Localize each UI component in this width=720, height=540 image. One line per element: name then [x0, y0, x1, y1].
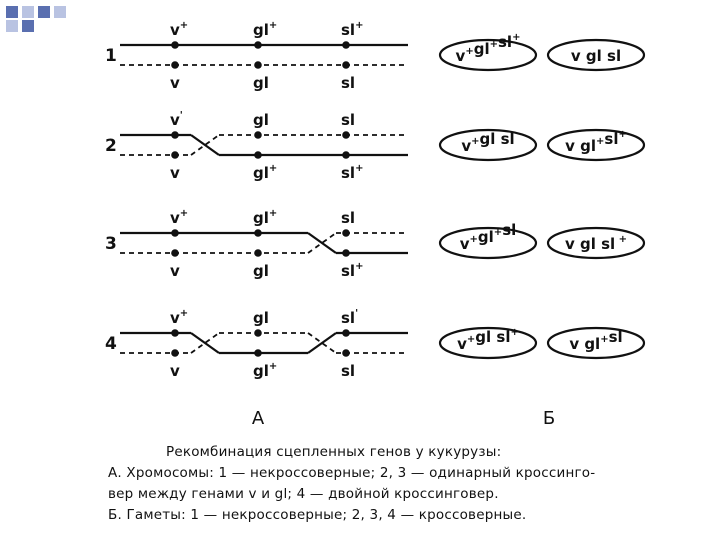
gene-locus-dot [171, 329, 179, 337]
crossover-solid-diagonal [190, 332, 220, 354]
gene-locus-dot [342, 151, 350, 159]
gamete-ellipse [438, 326, 538, 360]
gene-locus-dot [342, 249, 350, 257]
allele-label-bottom: gl+ [253, 361, 277, 380]
gamete-genotype: v gl+sl [569, 328, 622, 353]
gene-locus-dot [254, 131, 262, 139]
deco-square [22, 20, 34, 32]
allele-label-top: sl [341, 111, 355, 129]
gamete-ellipse [546, 38, 646, 72]
gamete-ellipse [546, 326, 646, 360]
allele-label-top: v' [170, 110, 183, 129]
gene-locus-dot [342, 329, 350, 337]
deco-square [6, 20, 18, 32]
allele-label-top: gl [253, 111, 269, 129]
gamete-genotype: v+gl+sl+ [456, 32, 521, 65]
gene-locus-dot [171, 131, 179, 139]
gamete-ellipse [438, 128, 538, 162]
allele-label-top: v+ [170, 208, 188, 227]
crossover-dashed-diagonal [307, 232, 337, 254]
gene-locus-dot [171, 249, 179, 257]
gamete-genotype: v gl sl + [565, 234, 627, 253]
gamete-genotype: v+gl+sl [460, 221, 517, 253]
gene-locus-dot [254, 151, 262, 159]
gene-locus-dot [254, 61, 262, 69]
gamete-genotype: v gl sl [571, 47, 621, 65]
allele-label-bottom: sl+ [341, 261, 363, 280]
gamete-genotype: v+gl sl [461, 130, 514, 155]
gamete-genotype: v+gl sl+ [457, 327, 519, 353]
gene-locus-dot [342, 61, 350, 69]
allele-label-top: gl+ [253, 208, 277, 227]
row-number: 1 [105, 46, 117, 66]
allele-label-top: sl' [341, 308, 358, 327]
allele-label-top: v+ [170, 20, 188, 39]
gene-locus-dot [254, 349, 262, 357]
caption-line-a1: А. Хромосомы: 1 — некроссоверные; 2, 3 —… [108, 465, 596, 481]
allele-label-top: sl+ [341, 20, 363, 39]
allele-label-top: sl [341, 209, 355, 227]
allele-label-bottom: v [170, 164, 180, 182]
deco-square [6, 6, 18, 18]
crossover-dashed-diagonal [190, 332, 220, 354]
caption-title: Рекомбинация сцепленных генов у кукурузы… [166, 444, 502, 460]
row-number: 4 [105, 334, 117, 354]
allele-label-bottom: sl [341, 362, 355, 380]
crossover-solid-diagonal [307, 232, 337, 254]
gamete-ellipse [546, 128, 646, 162]
allele-label-bottom: gl [253, 262, 269, 280]
gamete-ellipse [438, 226, 538, 260]
gene-locus-dot [254, 249, 262, 257]
deco-square [54, 6, 66, 18]
allele-label-top: gl [253, 309, 269, 327]
slide-corner-decoration [6, 6, 66, 32]
gamete-ellipse [546, 226, 646, 260]
allele-label-top: gl+ [253, 20, 277, 39]
gene-locus-dot [254, 329, 262, 337]
gene-locus-dot [342, 349, 350, 357]
gene-locus-dot [171, 349, 179, 357]
deco-square [22, 6, 34, 18]
allele-label-bottom: sl+ [341, 163, 363, 182]
allele-label-bottom: v [170, 262, 180, 280]
crossover-dashed-diagonal [307, 332, 337, 354]
panel-label-a: А [252, 408, 265, 429]
crossover-dashed-diagonal [190, 134, 220, 156]
gene-locus-dot [254, 41, 262, 49]
gene-locus-dot [254, 229, 262, 237]
crossover-solid-diagonal [307, 332, 337, 354]
gene-locus-dot [342, 229, 350, 237]
gene-locus-dot [171, 61, 179, 69]
gene-locus-dot [171, 41, 179, 49]
allele-label-bottom: v [170, 74, 180, 92]
row-number: 3 [105, 234, 117, 254]
crossover-solid-diagonal [190, 134, 220, 156]
caption-line-a2: вер между генами v и gl; 4 — двойной кро… [108, 486, 499, 502]
gene-locus-dot [342, 41, 350, 49]
allele-label-top: v+ [170, 308, 188, 327]
allele-label-bottom: v [170, 362, 180, 380]
gene-locus-dot [171, 151, 179, 159]
gene-locus-dot [171, 229, 179, 237]
panel-label-b: Б [543, 408, 555, 429]
deco-square [38, 6, 50, 18]
caption-line-b: Б. Гаметы: 1 — некроссоверные; 2, 3, 4 —… [108, 507, 527, 523]
gene-locus-dot [342, 131, 350, 139]
allele-label-bottom: sl [341, 74, 355, 92]
gamete-genotype: v gl+sl+ [565, 129, 627, 155]
figure-caption: Рекомбинация сцепленных генов у кукурузы… [108, 442, 596, 526]
row-number: 2 [105, 136, 117, 156]
gamete-ellipse [438, 38, 538, 72]
allele-label-bottom: gl [253, 74, 269, 92]
allele-label-bottom: gl+ [253, 163, 277, 182]
